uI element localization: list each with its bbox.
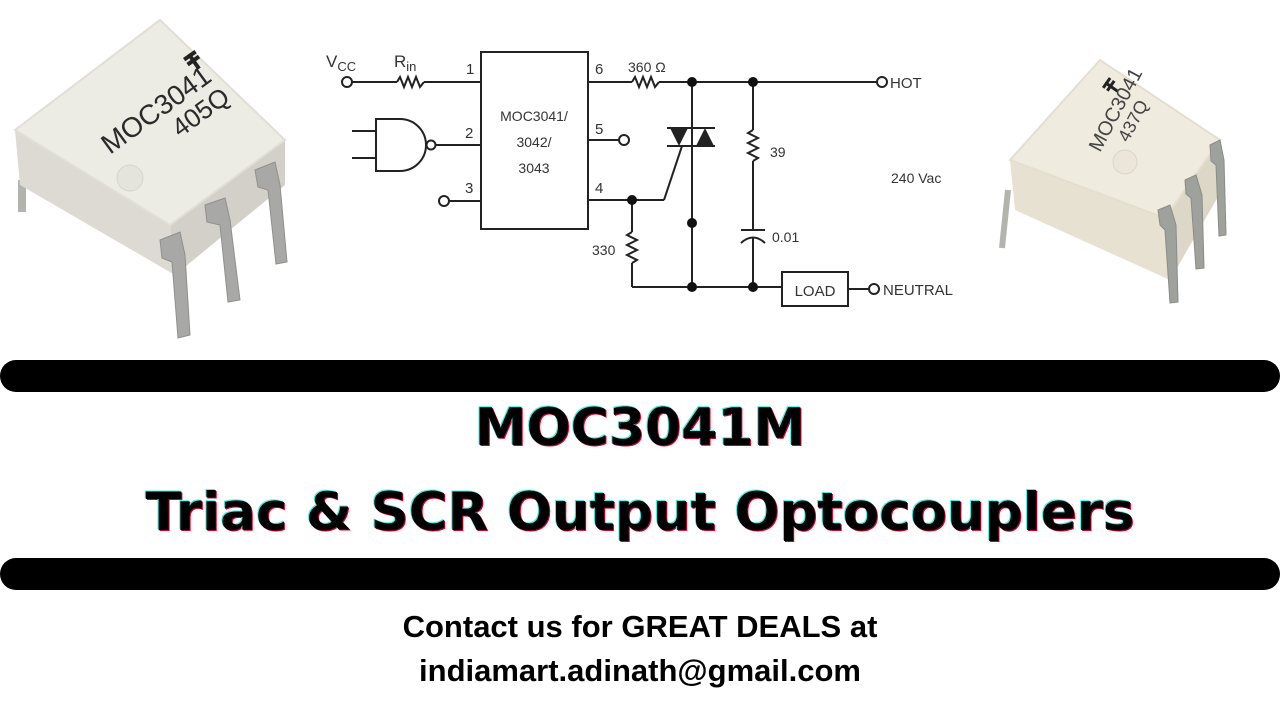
pin-4-label: 4 — [595, 180, 603, 197]
ic-label-3: 3043 — [518, 160, 549, 176]
chip-pin — [999, 189, 1011, 249]
pin-1-label: 1 — [466, 61, 474, 78]
pin-5-label: 5 — [595, 121, 603, 138]
c-snubber-label: 0.01 — [772, 229, 799, 245]
pin-2-label: 2 — [465, 125, 473, 142]
pin-3-label: 3 — [465, 180, 473, 197]
circuit-diagram: VCC Rin 1 2 3 6 5 4 MOC3041/ 3042/ 3043 … — [326, 51, 953, 307]
neutral-label: NEUTRAL — [883, 282, 953, 299]
r-gate-label: 330 — [592, 242, 616, 258]
fairchild-logo-icon — [183, 49, 201, 70]
chip-pins — [1157, 139, 1227, 304]
chip-pin — [18, 180, 26, 212]
product-title: MOC3041M — [474, 398, 806, 458]
contact-text: Contact us for GREAT DEALS at — [402, 609, 878, 644]
chip-photo-left: MOC3041 405Q — [13, 18, 288, 339]
chip-photo-right: MOC3041 437Q — [999, 58, 1227, 304]
ic-label-2: 3042/ — [516, 134, 551, 150]
r-snubber-label: 39 — [770, 144, 786, 160]
load-label: LOAD — [795, 283, 836, 300]
chip-pins — [159, 161, 288, 339]
fairchild-logo-icon — [1102, 77, 1119, 93]
vcc-label: VCC — [326, 52, 356, 74]
hot-label: HOT — [890, 75, 922, 92]
pin-6-label: 6 — [595, 61, 603, 78]
triac-icon — [670, 128, 688, 146]
contact-email[interactable]: indiamart.adinath@gmail.com — [419, 653, 861, 688]
divider-bar-bottom — [0, 558, 1280, 590]
divider-bar-top — [0, 360, 1280, 392]
ic-label-1: MOC3041/ — [500, 108, 568, 124]
rin-label: Rin — [394, 52, 416, 74]
r-series-label: 360 Ω — [628, 59, 666, 75]
product-subtitle: Triac & SCR Output Optocouplers — [145, 482, 1135, 543]
supply-label: 240 Vac — [891, 170, 941, 186]
